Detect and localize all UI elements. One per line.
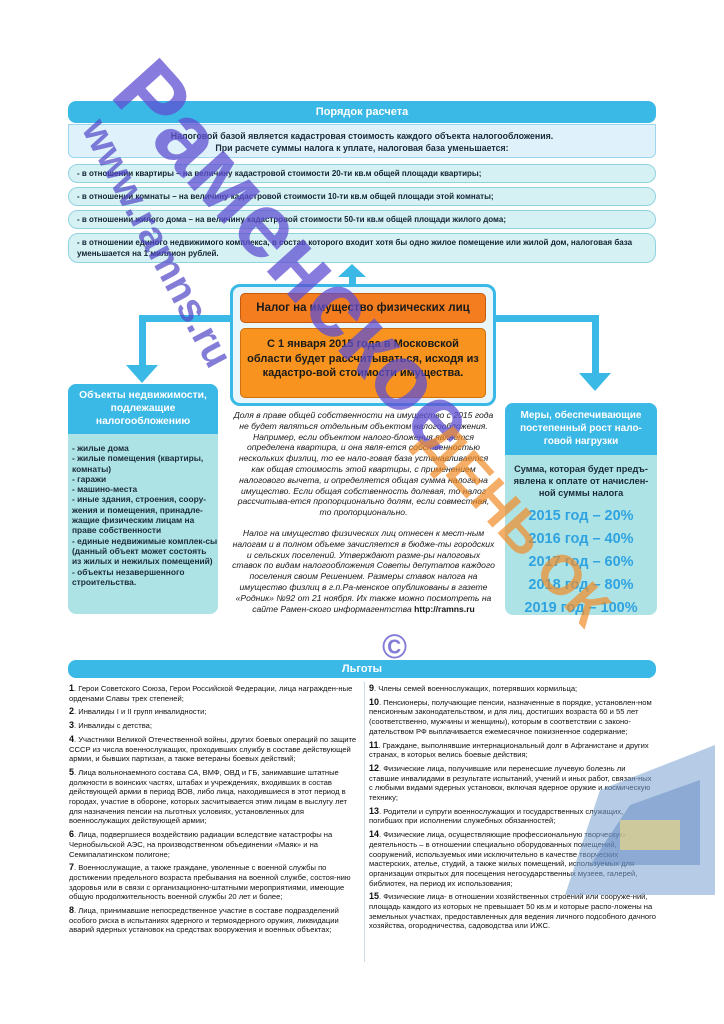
benefit-text: . Лица вольнонаемного состава СА, ВМФ, О… [69, 767, 347, 826]
calc-intro-line-2: При расчете суммы налога к уплате, налог… [215, 143, 509, 153]
arrow-left-head [126, 365, 158, 383]
benefit-item: 4. Участники Великой Отечественной войны… [69, 733, 359, 764]
arrow-right-head [579, 373, 611, 391]
benefit-item: 6. Лица, подвергшиеся воздействию радиац… [69, 829, 359, 859]
benefit-item: 12. Физические лица, получившие или пере… [369, 762, 657, 803]
benefit-number: 10 [369, 696, 380, 707]
benefit-item: 2. Инвалиды I и II групп инвалидности; [69, 707, 359, 717]
benefit-text: . Инвалиды I и II групп инвалидности; [74, 707, 207, 717]
benefit-number: 11 [369, 739, 379, 750]
benefit-number: 14 [369, 829, 380, 840]
benefit-item: 8. Лица, принимавшие непосредственное уч… [69, 905, 359, 935]
measures-subtitle: Сумма, которая будет предъ-явлена к опла… [513, 464, 649, 498]
benefit-text: . Герои Советского Союза, Герои Российск… [69, 684, 353, 703]
benefit-number: 8 [69, 905, 75, 916]
benefit-number: 5 [69, 766, 75, 777]
center-title: Налог на имущество физических лиц [240, 293, 486, 323]
benefit-number: 7 [69, 862, 75, 873]
year-2016: 2016 год – 40% [528, 531, 634, 547]
benefit-text: . Лица, принимавшие непосредственное уча… [69, 906, 339, 935]
calc-row-apartment: - в отношении квартиры – на величину кад… [68, 164, 656, 183]
stamp-logo-icon [565, 745, 715, 895]
benefit-text: . Члены семей военнослужащих, потерявших… [374, 684, 578, 693]
benefit-text: . Лица, подвергшиеся воздействию радиаци… [69, 830, 333, 859]
year-2017: 2017 год – 60% [528, 554, 634, 570]
calc-intro: Налоговой базой является кадастровая сто… [68, 124, 656, 158]
benefit-text: . Инвалиды с детства; [74, 721, 152, 731]
calc-row-house: - в отношении жилого дома – на величину … [68, 210, 656, 229]
benefit-number: 2 [69, 706, 75, 717]
benefits-right-column: 9. Члены семей военнослужащих, потерявши… [369, 683, 657, 935]
objects-item: - объекты незавершенного строительства. [72, 566, 185, 587]
benefit-text: . Граждане, выполнявшие интернациональны… [369, 740, 649, 760]
benefit-text: . Участники Великой Отечественной войны,… [69, 734, 357, 764]
middle-para-local: Налог на имущество физических лиц отнесе… [232, 528, 495, 614]
benefit-number: 12 [369, 762, 380, 773]
benefits-divider [364, 682, 365, 962]
benefit-number: 13 [369, 805, 380, 816]
year-2019: 2019 год – 100% [524, 600, 638, 616]
benefit-number: 4 [69, 733, 75, 744]
middle-para-share: Доля в праве общей собственности на имущ… [233, 410, 494, 518]
objects-item: - жилые дома [72, 443, 129, 453]
benefit-item: 15. Физические лица- в отношении хозяйст… [369, 892, 657, 931]
benefit-text: . Родители и супруги военнослужащих и го… [369, 806, 624, 826]
objects-list: - жилые дома - жилые помещения (квартиры… [72, 443, 218, 587]
year-2015: 2015 год – 20% [528, 508, 634, 524]
calc-row-complex: - в отношении единого недвижимого компле… [68, 233, 656, 263]
benefit-item: 11. Граждане, выполнявшие интернациональ… [369, 739, 657, 760]
benefit-item: 9. Члены семей военнослужащих, потерявши… [369, 683, 657, 694]
benefit-text: . Военнослужащие, а также граждане, увол… [69, 863, 351, 902]
arrow-right-stem [592, 315, 599, 375]
objects-item: - иные здания, строения, соору-жения и п… [72, 494, 207, 536]
arrow-up-head [338, 264, 366, 277]
benefit-number: 9 [369, 683, 375, 693]
arrow-up-stem [349, 275, 356, 287]
benefit-text: . Физические лица- в отношении хозяйстве… [369, 892, 656, 931]
calc-intro-line-1: Налоговой базой является кадастровая сто… [170, 131, 554, 141]
benefit-number: 1 [69, 683, 75, 693]
benefit-item: 5. Лица вольнонаемного состава СА, ВМФ, … [69, 766, 359, 826]
measures-years: 2015 год – 20% 2016 год – 40% 2017 год –… [505, 505, 657, 620]
center-text: С 1 января 2015 года в Московской област… [240, 328, 486, 398]
calc-header: Порядок расчета [68, 101, 656, 123]
benefit-item: 14. Физические лица, осуществляющие проф… [369, 829, 657, 888]
benefit-item: 3. Инвалиды с детства; [69, 720, 359, 731]
calc-row-room: - в отношении комнаты – на величину када… [68, 187, 656, 206]
benefit-text: . Физические лица, получившие или перене… [369, 763, 652, 803]
objects-item: - машино-места [72, 484, 138, 495]
benefits-header: Льготы [68, 660, 656, 678]
benefit-item: 7. Военнослужащие, а также граждане, уво… [69, 862, 359, 902]
benefit-number: 15 [369, 891, 380, 902]
benefit-text: . Пенсионеры, получающие пенсии, назначе… [369, 697, 652, 736]
year-2018: 2018 год – 80% [528, 577, 634, 593]
benefit-number: 6 [69, 829, 75, 840]
objects-item: - жилые помещения (квартиры, комнаты) [72, 453, 204, 474]
arrow-left-stem [139, 315, 146, 367]
middle-text: Доля в праве общей собственности на имущ… [232, 410, 495, 656]
benefit-number: 3 [69, 720, 75, 731]
objects-header: Объекты недвижимости, подлежащие налогоо… [68, 384, 218, 434]
benefit-item: 13. Родители и супруги военнослужащих и … [369, 805, 657, 826]
benefits-left-column: 1. Герои Советского Союза, Герои Российс… [69, 683, 359, 939]
middle-para-local-text: Налог на имущество физических лиц отнесе… [232, 527, 495, 614]
ramns-link[interactable]: http://ramns.ru [414, 603, 475, 614]
benefit-text: . Физические лица, осуществляющие профес… [369, 830, 638, 888]
measures-header: Меры, обеспечивающие постепенный рост на… [505, 403, 657, 455]
objects-item: - единые недвижимые комплек-сы (данный о… [72, 535, 218, 567]
benefit-item: 1. Герои Советского Союза, Герои Российс… [69, 683, 359, 703]
benefit-item: 10. Пенсионеры, получающие пенсии, назна… [369, 696, 657, 737]
objects-item: - гаражи [72, 473, 107, 484]
